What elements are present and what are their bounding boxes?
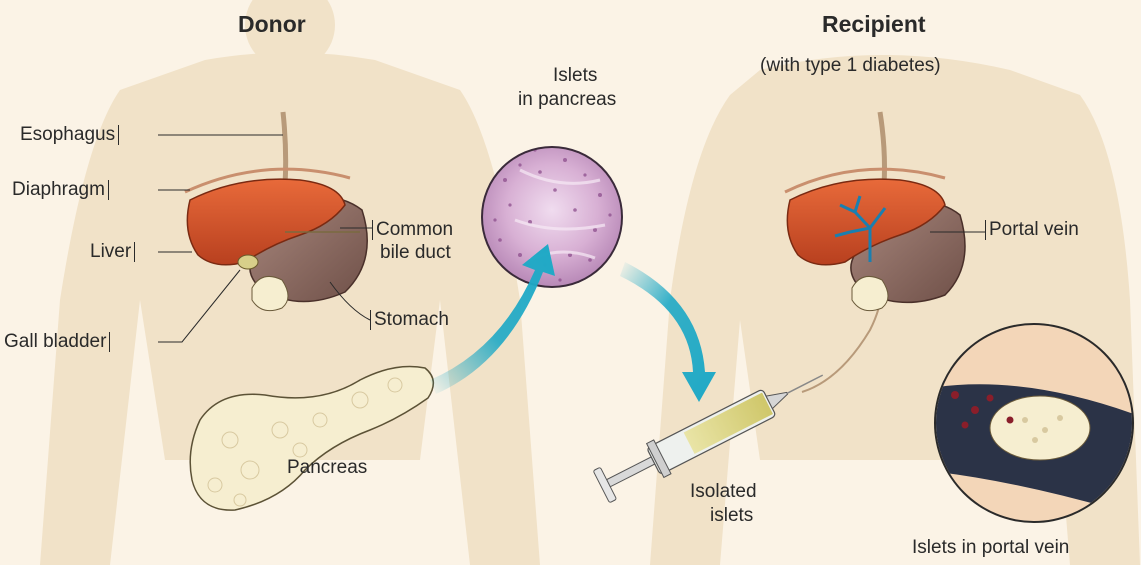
- common-bile-duct-label-1: Common: [372, 220, 453, 240]
- donor-title: Donor: [238, 12, 306, 36]
- recipient-note: (with type 1 diabetes): [760, 56, 941, 76]
- donor-gall-bladder: [238, 255, 258, 269]
- gall-bladder-label: Gall bladder: [4, 332, 110, 352]
- diaphragm-label: Diaphragm: [12, 180, 109, 200]
- common-bile-duct-label-2: bile duct: [380, 243, 451, 263]
- islets-in-pancreas-label-2: in pancreas: [518, 90, 616, 110]
- pancreas-label: Pancreas: [287, 458, 367, 478]
- isolated-islets-label-1: Isolated: [690, 482, 757, 502]
- portal-vein-label: Portal vein: [985, 220, 1079, 240]
- liver-label: Liver: [90, 242, 135, 262]
- recipient-title: Recipient: [822, 12, 926, 36]
- isolated-islets-label-2: islets: [710, 506, 753, 526]
- esophagus-label: Esophagus: [20, 125, 119, 145]
- islets-in-pancreas-label-1: Islets: [553, 66, 597, 86]
- stomach-label: Stomach: [370, 310, 449, 330]
- islets-in-portal-vein-label: Islets in portal vein: [912, 538, 1069, 558]
- donor-duodenum: [252, 276, 288, 310]
- donor-esophagus: [283, 112, 286, 185]
